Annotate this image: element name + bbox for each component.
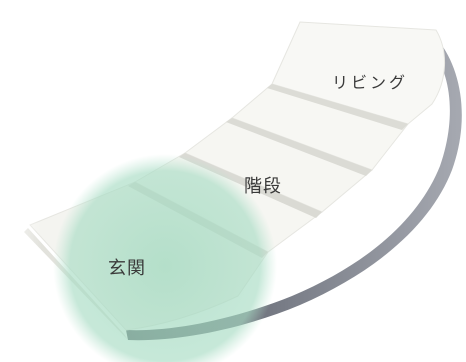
- label-living: リビング: [332, 73, 409, 92]
- step-living: [271, 21, 445, 125]
- riser-3: [226, 118, 372, 176]
- label-entrance: 玄関: [108, 258, 146, 279]
- riser-4: [267, 84, 408, 130]
- label-stairs: 階段: [244, 176, 282, 197]
- left-fade: [0, 0, 120, 362]
